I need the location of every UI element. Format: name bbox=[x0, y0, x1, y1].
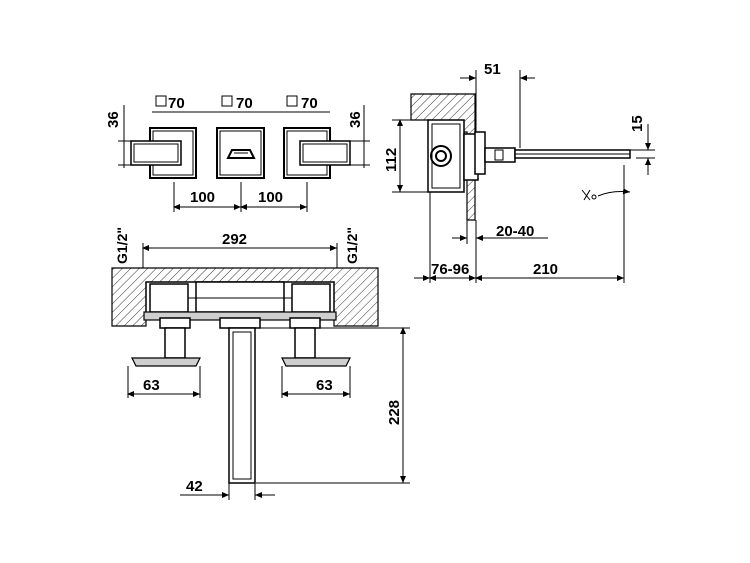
spacing-dims: 100 100 bbox=[173, 182, 308, 212]
dim-70-right: 70 bbox=[301, 95, 318, 112]
section-view: 292 G1/2" G1/2" 63 bbox=[111, 227, 410, 500]
side-view: 51 112 15 20-40 76-96 210 bbox=[383, 61, 655, 283]
dim-76-96: 76-96 bbox=[431, 261, 469, 278]
size-label-left: 70 bbox=[155, 95, 185, 112]
dim-100-left: 100 bbox=[190, 189, 215, 206]
right-handle bbox=[283, 127, 351, 179]
size-label-right: 70 bbox=[286, 95, 318, 112]
dim-42: 42 bbox=[186, 478, 203, 495]
middle-control bbox=[216, 127, 265, 179]
thread-label-right: G1/2" bbox=[344, 227, 360, 264]
height-dim-right: 36 bbox=[347, 105, 370, 168]
dim-292: 292 bbox=[222, 231, 247, 248]
dim-228: 228 bbox=[386, 400, 403, 425]
dim-100-right: 100 bbox=[258, 189, 283, 206]
dim-36-right: 36 bbox=[347, 111, 364, 128]
dim-70-mid: 70 bbox=[236, 95, 253, 112]
dim-20-40: 20-40 bbox=[496, 223, 534, 240]
height-dim-left: 36 bbox=[105, 105, 150, 168]
dim-63-right: 63 bbox=[316, 377, 333, 394]
dim-15: 15 bbox=[629, 115, 646, 132]
front-view-handles: 70 70 70 36 36 bbox=[105, 95, 370, 212]
thread-label-left: G1/2" bbox=[114, 227, 130, 264]
size-label-mid: 70 bbox=[221, 95, 253, 112]
left-handle bbox=[130, 127, 197, 179]
dim-63-left: 63 bbox=[143, 377, 160, 394]
dim-70-left: 70 bbox=[168, 95, 185, 112]
dim-210: 210 bbox=[533, 261, 558, 278]
dim-51: 51 bbox=[484, 61, 501, 78]
dim-36-left: 36 bbox=[105, 111, 122, 128]
dim-112: 112 bbox=[383, 148, 400, 172]
